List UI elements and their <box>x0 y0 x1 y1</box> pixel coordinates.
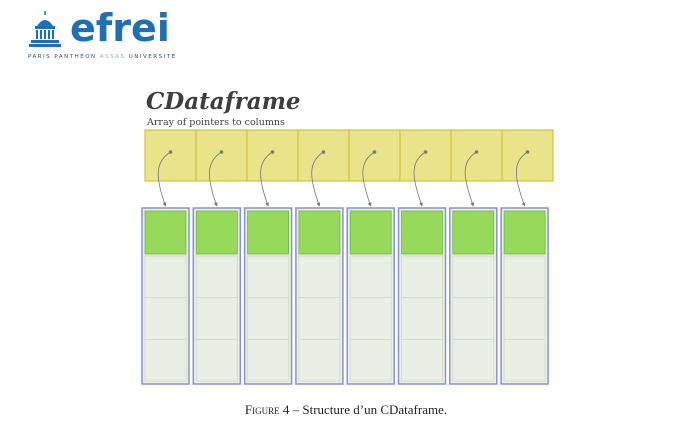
column-data-cell <box>144 255 187 299</box>
pointer-arrow <box>208 151 222 207</box>
data-column <box>192 207 242 385</box>
pointer-cell <box>144 129 197 182</box>
column-data-cell <box>503 297 546 340</box>
column-data-cell <box>452 297 495 340</box>
column-data-cell <box>195 297 238 340</box>
column-data-cell <box>195 255 238 299</box>
figure-title: CDataframe <box>146 88 301 115</box>
tagline-alt: ASSAS <box>99 54 126 60</box>
column-data-cell <box>298 338 341 382</box>
pointer-cell <box>501 129 554 182</box>
column-header-cell <box>503 210 546 255</box>
pointer-arrow <box>516 151 528 207</box>
column-data-cell <box>247 297 289 340</box>
pantheon-dome-icon <box>29 11 61 47</box>
logo-tagline: PARIS PANTHÉON ASSAS UNIVERSITÉ <box>28 54 177 60</box>
column-data-cell <box>298 297 341 340</box>
column-data-cell <box>452 255 495 299</box>
pointer-cell <box>297 129 350 182</box>
column-data-cell <box>401 255 443 299</box>
pointer-arrow <box>311 151 324 207</box>
pointer-cell <box>195 129 248 182</box>
pointer-arrow <box>362 151 375 207</box>
tagline-end: UNIVERSITÉ <box>128 54 177 60</box>
column-header-cell <box>452 210 495 255</box>
column-data-cell <box>349 297 392 340</box>
caption-text: Structure d’un CDataframe. <box>302 402 448 417</box>
data-column <box>141 207 190 385</box>
pointer-cell <box>450 129 503 182</box>
pointer-arrow <box>464 151 477 207</box>
caption-separator: – <box>292 402 300 417</box>
data-column <box>346 207 395 385</box>
column-data-cell <box>349 255 392 299</box>
pointer-arrow <box>157 151 171 207</box>
logo-wordmark: efrei <box>70 6 170 50</box>
column-data-cell <box>401 297 443 340</box>
pointer-arrow <box>413 151 426 207</box>
column-data-cell <box>503 255 546 299</box>
pointer-cell <box>348 129 401 182</box>
efrei-logo: efrei PARIS PANTHÉON ASSAS UNIVERSITÉ <box>22 6 192 66</box>
data-column <box>295 207 344 385</box>
data-column <box>449 207 498 385</box>
column-data-cell <box>195 338 238 382</box>
column-header-cell <box>349 210 392 255</box>
tagline-main: PARIS PANTHÉON <box>28 54 97 60</box>
column-data-cell <box>247 338 289 382</box>
data-column <box>243 207 293 385</box>
pointer-cell <box>246 129 299 182</box>
column-header-cell <box>247 210 290 255</box>
pointer-arrow <box>260 151 273 207</box>
data-column <box>500 207 549 385</box>
column-data-cell <box>144 338 187 382</box>
column-header-cell <box>195 210 238 255</box>
column-header-cell <box>298 210 341 255</box>
column-data-cell <box>144 297 187 340</box>
column-header-cell <box>144 210 187 255</box>
column-data-cell <box>503 338 546 382</box>
data-column <box>397 207 447 385</box>
column-data-cell <box>247 255 289 299</box>
figure-caption: Figure 4 – Structure d’un CDataframe. <box>0 402 692 418</box>
caption-label: Figure 4 <box>244 402 290 417</box>
figure-subtitle: Array of pointers to columns <box>147 117 285 128</box>
pointer-cell <box>399 129 452 182</box>
column-data-cell <box>298 255 341 299</box>
column-data-cell <box>349 338 392 382</box>
column-header-cell <box>401 210 443 255</box>
column-data-cell <box>401 338 443 382</box>
column-data-cell <box>452 338 495 382</box>
